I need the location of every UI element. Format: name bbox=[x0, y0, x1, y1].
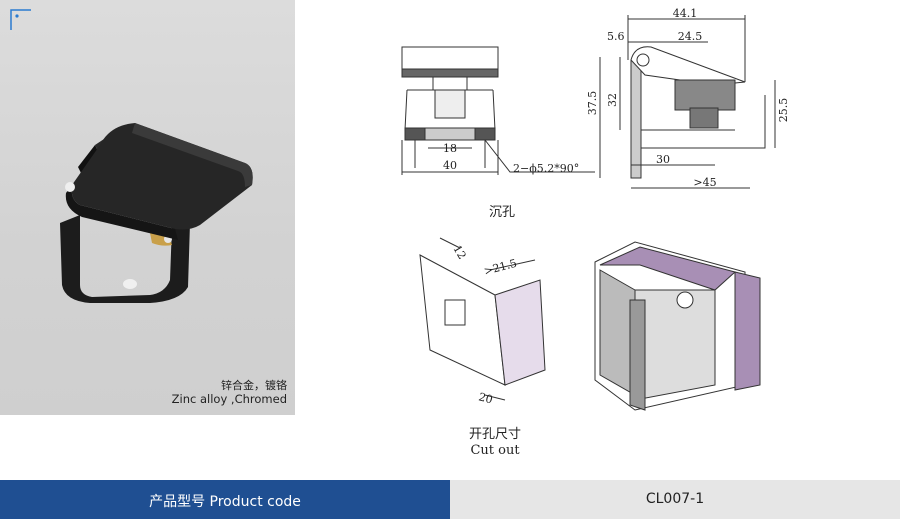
technical-drawing: 18 40 2−ϕ5.2*90° 44.1 24.5 5.6 37.5 32 2… bbox=[401, 7, 790, 458]
dim-side-height-inner: 32 bbox=[606, 93, 619, 107]
material-english: Zinc alloy ,Chromed bbox=[171, 392, 287, 406]
product-code-bar: 产品型号 Product code CL007-1 bbox=[0, 480, 900, 519]
dim-side-bottom: 30 bbox=[656, 153, 670, 166]
dim-side-mid: 24.5 bbox=[678, 30, 703, 43]
product-code-value-cell bbox=[450, 480, 900, 519]
dim-front-inner: 18 bbox=[443, 142, 457, 155]
dim-cutout-12: 12 bbox=[450, 243, 468, 262]
cutout-view bbox=[419, 237, 546, 401]
product-code-value: CL007-1 bbox=[645, 491, 705, 507]
dim-cutout-min: >21.5 bbox=[482, 257, 518, 278]
product-code-label-cell bbox=[0, 480, 450, 519]
cutout-label-cn: 开孔尺寸 bbox=[469, 427, 521, 442]
dim-side-height-right: 25.5 bbox=[777, 98, 790, 123]
product-photo bbox=[60, 123, 253, 303]
dim-front-width: 40 bbox=[443, 159, 457, 172]
material-chinese: 锌合金，镀铬 bbox=[221, 379, 287, 392]
dim-hole-callout: 2−ϕ5.2*90° bbox=[513, 162, 579, 175]
front-view bbox=[401, 46, 595, 175]
dim-cutout-20: 20 bbox=[477, 390, 494, 406]
isometric-view bbox=[594, 241, 761, 411]
corner-mark-icon bbox=[10, 9, 31, 30]
product-code-label: 产品型号 Product code bbox=[149, 494, 301, 510]
dim-side-left: 5.6 bbox=[607, 30, 625, 43]
side-view bbox=[599, 15, 776, 189]
product-photo-panel: 锌合金，镀铬 Zinc alloy ,Chromed bbox=[0, 0, 295, 415]
countersink-label: 沉孔 bbox=[489, 205, 515, 220]
cutout-label-en: Cut out bbox=[470, 443, 520, 458]
dim-side-top: 44.1 bbox=[673, 7, 698, 20]
dim-side-bottom-min: >45 bbox=[693, 176, 716, 189]
dim-side-height-outer: 37.5 bbox=[586, 91, 599, 116]
